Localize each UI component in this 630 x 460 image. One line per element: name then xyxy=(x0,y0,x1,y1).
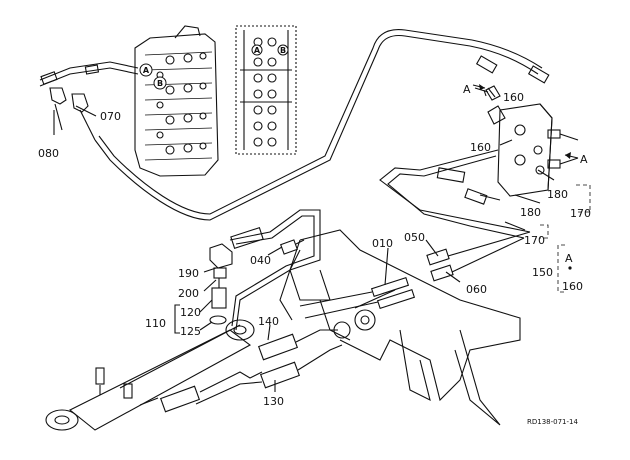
port-detail-view xyxy=(235,25,297,155)
front-couplers xyxy=(299,231,531,319)
callout-160-top: 160 xyxy=(503,91,524,104)
a-reference-arrow-left xyxy=(472,84,486,90)
svg-text:B: B xyxy=(280,46,286,55)
callout-200: 200 xyxy=(178,287,199,300)
ref-a-right: A xyxy=(580,153,588,166)
callout-140: 140 xyxy=(258,315,279,328)
callout-170-b: 170 xyxy=(524,234,545,247)
legend-150-bracket xyxy=(557,244,565,293)
adapter-040 xyxy=(280,239,305,255)
callout-150: 150 xyxy=(532,266,553,279)
legend-dot xyxy=(568,266,572,270)
bracket-110 xyxy=(174,304,180,334)
ref-a-left: A xyxy=(463,83,471,96)
legend-ref-a: A xyxy=(565,252,573,265)
callout-010: 010 xyxy=(372,237,393,250)
valve-port-b-marker: B xyxy=(153,76,167,90)
leader-lines xyxy=(53,87,555,392)
control-valve-stack xyxy=(134,25,219,177)
loader-frame xyxy=(279,229,521,426)
valve-port-a-marker: A xyxy=(139,63,153,77)
callout-130: 130 xyxy=(263,395,284,408)
callout-040: 040 xyxy=(250,254,271,267)
detail-port-a-marker: A xyxy=(251,44,263,56)
callout-160-mid: 160 xyxy=(470,141,491,154)
svg-text:B: B xyxy=(157,79,163,88)
callout-120: 120 xyxy=(180,306,201,319)
callout-180-a: 180 xyxy=(547,188,568,201)
hydraulic-cylinder xyxy=(45,319,255,431)
callout-060: 060 xyxy=(466,283,487,296)
steel-pipe-loop xyxy=(94,28,543,221)
manifold-block xyxy=(497,103,579,197)
callout-125: 125 xyxy=(180,325,201,338)
drawing-code: RD138-071-14 xyxy=(527,418,578,426)
fitting-stack xyxy=(209,243,233,325)
callout-050: 050 xyxy=(404,231,425,244)
callout-190: 190 xyxy=(178,267,199,280)
a-reference-arrow-right xyxy=(564,152,579,159)
callout-180-b: 180 xyxy=(520,206,541,219)
svg-text:A: A xyxy=(143,66,150,75)
callout-080: 080 xyxy=(38,147,59,160)
manifold-hoses xyxy=(379,149,531,239)
valve-hose-fittings xyxy=(39,61,139,141)
detail-port-b-marker: B xyxy=(277,44,289,56)
callout-160-legend: 160 xyxy=(562,280,583,293)
callout-070: 070 xyxy=(100,110,121,123)
svg-text:A: A xyxy=(254,46,261,55)
cylinder-hoses xyxy=(139,209,343,413)
callout-110: 110 xyxy=(145,317,166,330)
bracket-170 xyxy=(540,184,591,239)
top-right-hose-fittings xyxy=(474,55,550,125)
callout-170-a: 170 xyxy=(570,207,591,220)
